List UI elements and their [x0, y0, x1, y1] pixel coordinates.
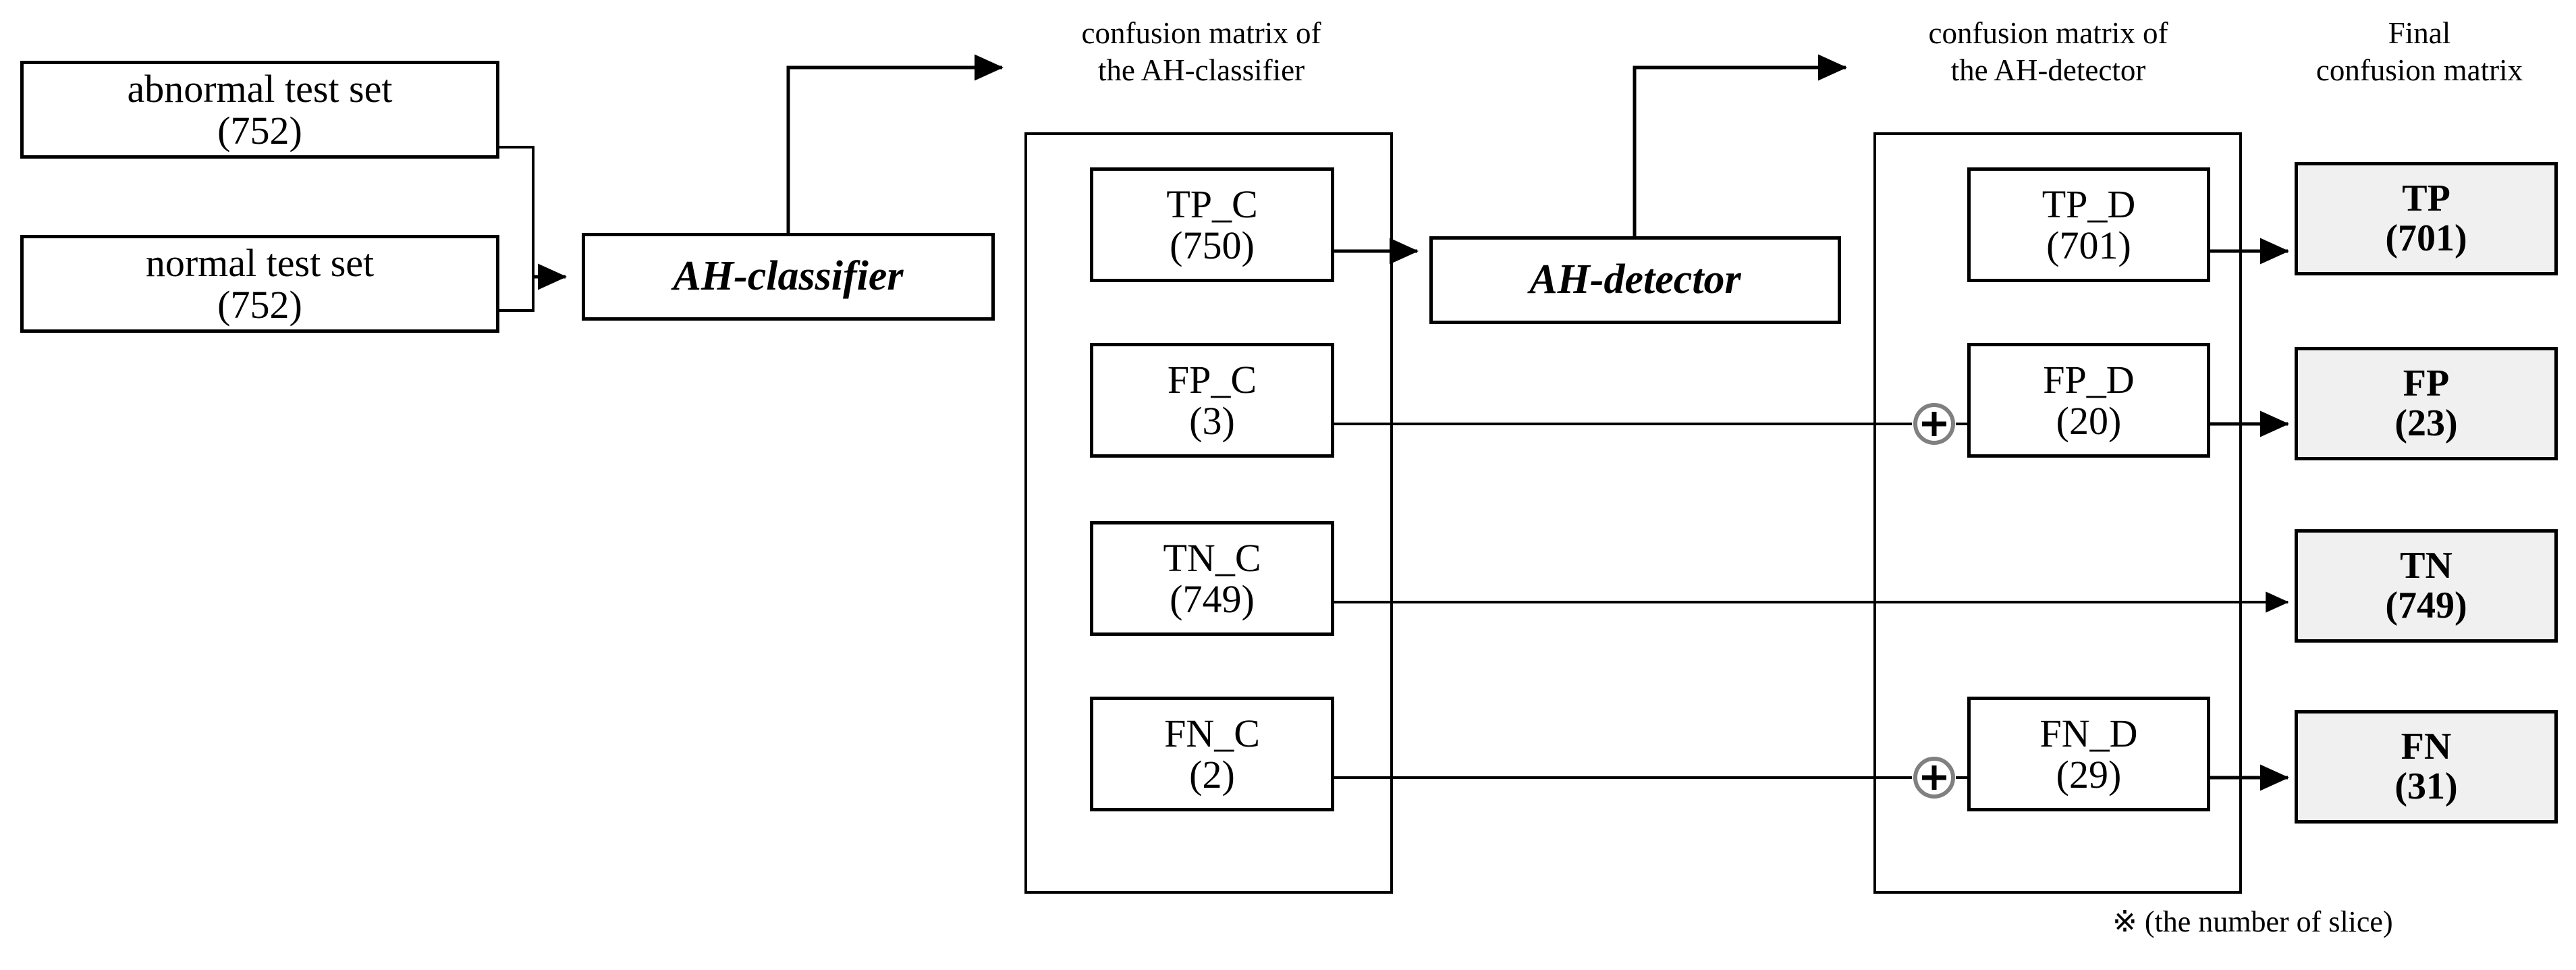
cell-count: (20) [2056, 399, 2122, 443]
cell-label: FN_C [1164, 711, 1260, 755]
matrix-cell-tp-d[interactable]: TP_D (701) [1967, 167, 2210, 282]
cell-count: (23) [2394, 402, 2458, 444]
final-cell-tn[interactable]: TN (749) [2295, 529, 2558, 643]
engine-label: AH-detector [1529, 257, 1741, 303]
cell-count: (29) [2056, 753, 2122, 797]
cell-label: FP [2403, 362, 2450, 404]
cell-count: (701) [2046, 223, 2131, 267]
final-cell-tp[interactable]: TP (701) [2295, 162, 2558, 275]
input-label: abnormal test set [127, 67, 393, 111]
classifier-matrix-frame [1024, 132, 1393, 894]
cell-label: TN [2400, 544, 2452, 587]
cell-count: (2) [1189, 753, 1235, 797]
matrix-cell-fn-c[interactable]: FN_C (2) [1090, 697, 1334, 811]
cell-count: (31) [2394, 765, 2458, 807]
engine-box-ah-detector[interactable]: AH-detector [1429, 236, 1841, 324]
caption-classifier-matrix: confusion matrix of the AH-classifier [1081, 16, 1321, 87]
cell-label: FP_C [1167, 357, 1257, 402]
footnote-slice-count: ※ (the number of slice) [2112, 905, 2393, 938]
input-box-abnormal-test-set[interactable]: abnormal test set (752) [20, 61, 499, 159]
cell-count: (3) [1189, 399, 1235, 443]
matrix-cell-fp-c[interactable]: FP_C (3) [1090, 343, 1334, 458]
matrix-cell-tn-c[interactable]: TN_C (749) [1090, 521, 1334, 636]
cell-label: FP_D [2043, 357, 2135, 402]
matrix-cell-fn-d[interactable]: FN_D (29) [1967, 697, 2210, 811]
cell-label: FN_D [2039, 711, 2138, 755]
plus-operator-fp-icon [1913, 403, 1955, 445]
input-count: (752) [217, 282, 302, 327]
cell-count: (749) [1170, 577, 1255, 621]
cell-count: (701) [2385, 217, 2467, 259]
cell-label: TN_C [1163, 535, 1261, 580]
engine-label: AH-classifier [673, 253, 904, 300]
final-cell-fp[interactable]: FP (23) [2295, 347, 2558, 460]
input-label: normal test set [145, 241, 375, 286]
caption-final-matrix: Final confusion matrix [2315, 16, 2523, 87]
cell-label: TP_C [1166, 182, 1258, 226]
matrix-cell-fp-d[interactable]: FP_D (20) [1967, 343, 2210, 458]
input-count: (752) [217, 108, 302, 153]
cell-label: TP [2402, 177, 2450, 219]
caption-detector-matrix: confusion matrix of the AH-detector [1928, 16, 2168, 87]
cell-count: (749) [2385, 585, 2467, 626]
engine-box-ah-classifier[interactable]: AH-classifier [582, 233, 995, 321]
cell-label: TP_D [2041, 182, 2136, 226]
cell-count: (750) [1170, 223, 1255, 267]
matrix-cell-tp-c[interactable]: TP_C (750) [1090, 167, 1334, 282]
cell-label: FN [2401, 725, 2452, 767]
plus-operator-fn-icon [1913, 757, 1955, 799]
detector-matrix-frame [1873, 132, 2242, 894]
final-cell-fn[interactable]: FN (31) [2295, 710, 2558, 824]
input-box-normal-test-set[interactable]: normal test set (752) [20, 235, 499, 333]
